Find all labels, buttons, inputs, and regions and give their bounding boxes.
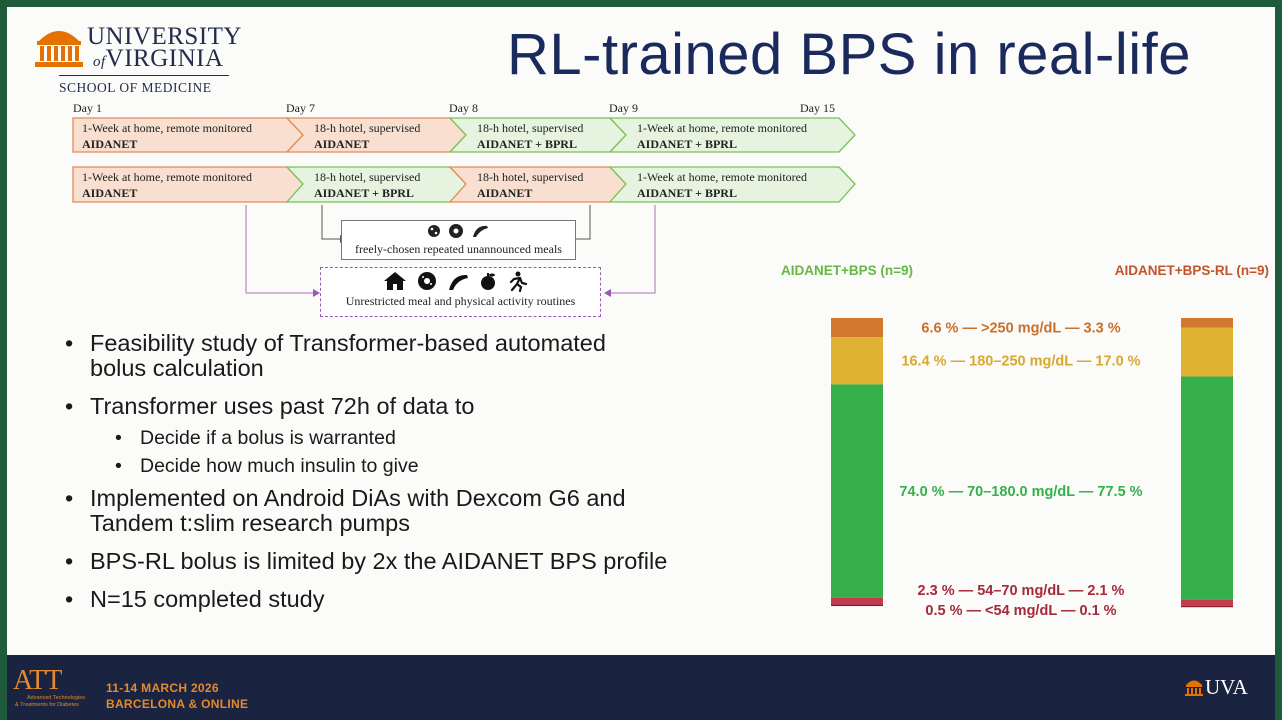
slide-title: RL-trained BPS in real-life bbox=[507, 22, 1192, 87]
day-label: Day 7 bbox=[286, 101, 315, 115]
day-label: Day 1 bbox=[73, 101, 102, 115]
row-label: 74.0 % — 70–180.0 mg/dL — 77.5 % bbox=[899, 484, 1142, 500]
category-label: — <54 mg/dL — bbox=[963, 603, 1080, 619]
conference-place: BARCELONA & ONLINE bbox=[106, 697, 249, 711]
bar-segment bbox=[1181, 605, 1233, 608]
logo-school: SCHOOL OF MEDICINE bbox=[59, 75, 229, 96]
row-label: 2.3 % — 54–70 mg/dL — 2.1 % bbox=[918, 583, 1125, 599]
bar-segment bbox=[831, 604, 883, 607]
row-label: 6.6 % — >250 mg/dL — 3.3 % bbox=[921, 321, 1120, 337]
att-logo-text: ATT bbox=[13, 665, 62, 696]
bar-segment bbox=[1181, 318, 1233, 328]
meal-icons bbox=[342, 221, 575, 242]
logo-of: of bbox=[93, 54, 106, 70]
bar-segment bbox=[1181, 599, 1233, 606]
bar-segment bbox=[831, 337, 883, 385]
value-right: 3.3 % bbox=[1084, 321, 1121, 337]
arm1-segments bbox=[72, 117, 856, 153]
bar-segment bbox=[831, 318, 883, 338]
slide: UNIVERSITY ofVIRGINIA SCHOOL OF MEDICINE… bbox=[7, 7, 1275, 655]
routine-box-label: Unrestricted meal and physical activity … bbox=[345, 294, 576, 308]
logo-line2: ofVIRGINIA bbox=[93, 45, 224, 74]
bar-segment bbox=[1181, 376, 1233, 600]
footer-bar: ATT Advanced Technologies & Treatments f… bbox=[7, 655, 1275, 720]
uva-footer-text: UVA bbox=[1205, 675, 1248, 699]
day-label: Day 9 bbox=[609, 101, 638, 115]
conference-dates: 11-14 MARCH 2026 bbox=[106, 681, 219, 695]
category-label: — 54–70 mg/dL — bbox=[955, 583, 1088, 599]
row-label: 16.4 % — 180–250 mg/dL — 17.0 % bbox=[901, 354, 1140, 370]
att-logo-sub1: Advanced Technologies bbox=[27, 695, 85, 701]
value-left: 74.0 % bbox=[899, 484, 944, 500]
value-right: 2.1 % bbox=[1087, 583, 1124, 599]
day-label: Day 15 bbox=[800, 101, 835, 115]
chart-svg: 6.6 % — >250 mg/dL — 3.3 % 16.4 % — 180–2… bbox=[831, 318, 1233, 619]
bar-segment bbox=[1181, 327, 1233, 377]
value-right: 0.1 % bbox=[1079, 603, 1116, 619]
legend-series-2: AIDANET+BPS-RL (n=9) bbox=[1114, 263, 1269, 278]
uva-som-logo: UNIVERSITY ofVIRGINIA SCHOOL OF MEDICINE bbox=[35, 23, 242, 103]
value-left: 16.4 % bbox=[901, 354, 946, 370]
activity-icons bbox=[383, 271, 527, 293]
arm2-segments bbox=[72, 166, 856, 203]
uva-footer-logo: UVA bbox=[1185, 675, 1265, 705]
rotunda-small-icon bbox=[1185, 680, 1203, 696]
study-design-diagram: Day 1 Day 7 Day 8 Day 9 Day 15 1-Week at… bbox=[7, 7, 907, 327]
category-label: — 180–250 mg/dL — bbox=[947, 354, 1096, 370]
rotunda-icon bbox=[35, 31, 83, 67]
study-design-shapes bbox=[72, 117, 856, 297]
logo-virginia: VIRGINIA bbox=[105, 45, 224, 72]
row-label: 0.5 % — <54 mg/dL — 0.1 % bbox=[925, 603, 1116, 619]
routine-icons bbox=[321, 268, 600, 294]
value-left: 0.5 % bbox=[925, 603, 962, 619]
att-logo-sub2: & Treatments for Diabetes bbox=[15, 702, 79, 708]
value-right: 77.5 % bbox=[1097, 484, 1142, 500]
value-right: 17.0 % bbox=[1095, 354, 1140, 370]
routine-box: Unrestricted meal and physical activity … bbox=[320, 267, 601, 317]
logo-line1: UNIVERSITY bbox=[87, 23, 242, 50]
att-logo: ATT Advanced Technologies & Treatments f… bbox=[13, 665, 97, 713]
legend-series-1: AIDANET+BPS (n=9) bbox=[781, 263, 914, 278]
value-left: 6.6 % bbox=[921, 321, 958, 337]
tir-chart: AIDANET+BPS (n=9) AIDANET+BPS-RL (n=9) 6… bbox=[767, 257, 1275, 627]
bar-segment bbox=[831, 384, 883, 598]
category-label: — 70–180.0 mg/dL — bbox=[945, 484, 1098, 500]
category-label: — >250 mg/dL — bbox=[958, 321, 1083, 337]
meals-box-label: freely-chosen repeated unannounced meals bbox=[355, 242, 562, 256]
value-left: 2.3 % bbox=[918, 583, 955, 599]
bar-segment bbox=[831, 597, 883, 605]
bullet-list: •Feasibility study of Transformer-based … bbox=[65, 330, 668, 612]
day-label: Day 8 bbox=[449, 101, 478, 115]
food-icons bbox=[427, 224, 488, 238]
meals-box: freely-chosen repeated unannounced meals bbox=[341, 220, 576, 260]
